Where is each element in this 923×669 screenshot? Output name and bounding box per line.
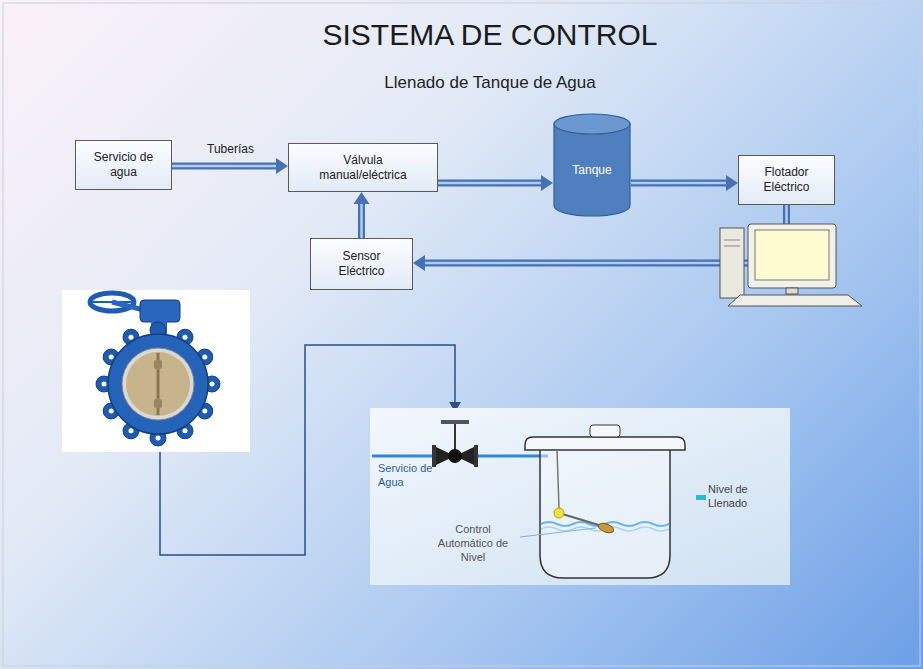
tank-illustration bbox=[370, 408, 790, 585]
flow-arrow bbox=[172, 158, 288, 174]
cylinder-body bbox=[554, 124, 630, 216]
monitor bbox=[748, 224, 836, 288]
drive-slot bbox=[724, 240, 740, 241]
arrowhead bbox=[276, 158, 288, 174]
illustration-label: Servicio de Agua bbox=[378, 462, 434, 490]
arrow-shaft bbox=[358, 204, 365, 238]
process-box: Servicio de agua bbox=[75, 140, 172, 190]
process-box: Sensor Eléctrico bbox=[310, 238, 413, 290]
arrowhead bbox=[726, 175, 738, 191]
arrow-shaft bbox=[438, 180, 541, 187]
illustration-label: Nivel de Llenado bbox=[708, 483, 770, 511]
process-box: Flotador Eléctrico bbox=[738, 155, 835, 205]
monitor-stand bbox=[786, 288, 798, 294]
node-text: Válvula manual/eléctrica bbox=[313, 153, 413, 183]
node-text: Tanque bbox=[572, 163, 611, 178]
arrow-shaft-inner bbox=[172, 165, 276, 168]
arrow-shaft-inner bbox=[631, 182, 726, 185]
flow-arrow bbox=[631, 175, 738, 191]
drive-slot bbox=[724, 246, 740, 247]
tank-cylinder: Tanque bbox=[553, 113, 631, 217]
arrow-shaft-inner bbox=[438, 182, 541, 185]
arrowhead bbox=[413, 255, 425, 271]
frame bbox=[3, 3, 920, 666]
process-box: Válvula manual/eléctrica bbox=[288, 143, 438, 192]
arrow-shaft bbox=[631, 180, 726, 187]
node-text: Sensor Eléctrico bbox=[331, 249, 393, 279]
node-text: Flotador Eléctrico bbox=[752, 165, 822, 195]
diagram-title: SISTEMA DE CONTROL bbox=[290, 18, 690, 52]
illustration-label: Control Automático de Nivel bbox=[430, 523, 516, 564]
arrowhead bbox=[541, 175, 553, 191]
subtitle: Llenado de Tanque de Agua bbox=[290, 72, 690, 93]
arrow-shaft bbox=[172, 163, 276, 170]
arrowhead bbox=[354, 192, 370, 204]
flow-arrow bbox=[438, 175, 553, 191]
cylinder-top bbox=[554, 114, 630, 134]
node-text: Servicio de agua bbox=[94, 150, 154, 180]
butterfly-valve-photo bbox=[62, 290, 250, 452]
keyboard bbox=[728, 295, 862, 306]
arrow-shaft-inner bbox=[360, 204, 363, 238]
monitor-screen bbox=[755, 230, 829, 280]
flow-arrow bbox=[354, 192, 370, 238]
edge-label: Tuberías bbox=[207, 142, 254, 156]
computer-tower bbox=[720, 228, 744, 298]
